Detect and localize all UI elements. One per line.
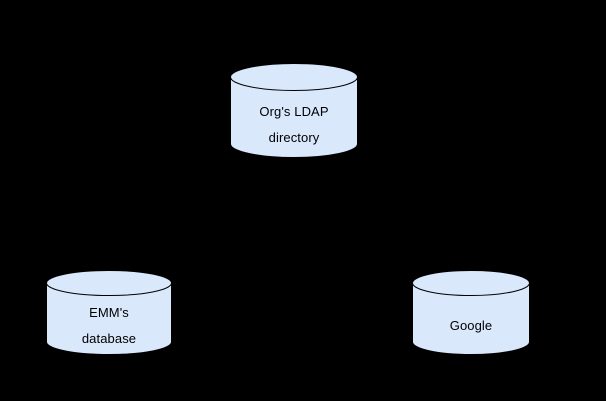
cylinder-body [46, 270, 172, 355]
cylinder-body [412, 270, 530, 355]
cylinder-top-rim [230, 76, 358, 91]
cylinder-shape [46, 270, 172, 355]
cylinder-top-rim [46, 282, 172, 296]
cylinder-top-rim [412, 282, 530, 296]
cylinder-shape [412, 270, 530, 355]
cylinder-google[interactable]: Google [412, 270, 530, 355]
cylinder-shape [230, 63, 358, 158]
cylinder-body [230, 63, 358, 158]
